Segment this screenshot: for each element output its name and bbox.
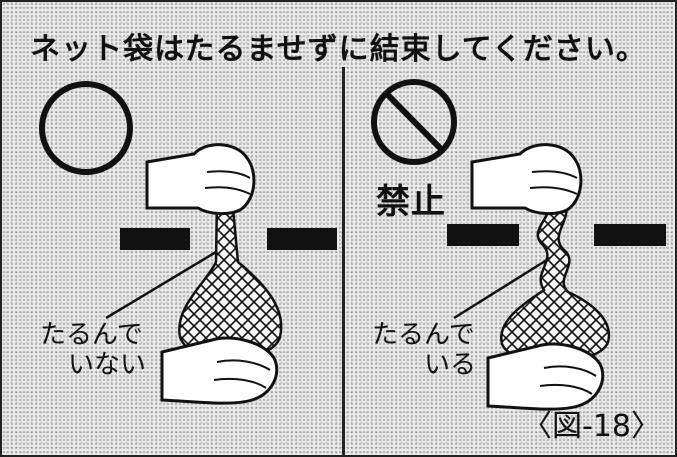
binding-bar-right — [267, 228, 337, 250]
binding-bar-left — [447, 224, 519, 246]
callout-leader — [105, 250, 217, 320]
callout-line: たるんで — [372, 320, 475, 350]
hand-upper — [470, 143, 583, 216]
figure-title: ネット袋はたるませずに結束してください。 — [30, 32, 647, 67]
prohibited-icon — [371, 79, 457, 165]
circle-ok-icon — [39, 81, 133, 175]
hand-lower — [160, 336, 279, 405]
callout-correct: たるんで いない — [40, 320, 146, 380]
hand-upper — [145, 143, 256, 216]
prohibited-label: 禁止 — [376, 182, 446, 222]
callout-leader — [453, 256, 551, 320]
figure-number: 〈図-18〉 — [522, 409, 661, 444]
panel-correct — [39, 81, 337, 405]
callout-line: たるんで — [40, 320, 143, 350]
callout-prohibited: たるんで いる — [372, 320, 476, 380]
callout-line: いない — [68, 350, 147, 380]
callout-line: いる — [424, 350, 477, 380]
panel-divider — [342, 67, 345, 455]
hand-lower — [486, 342, 605, 411]
binding-bar-right — [594, 224, 666, 246]
binding-bar-left — [120, 228, 190, 250]
